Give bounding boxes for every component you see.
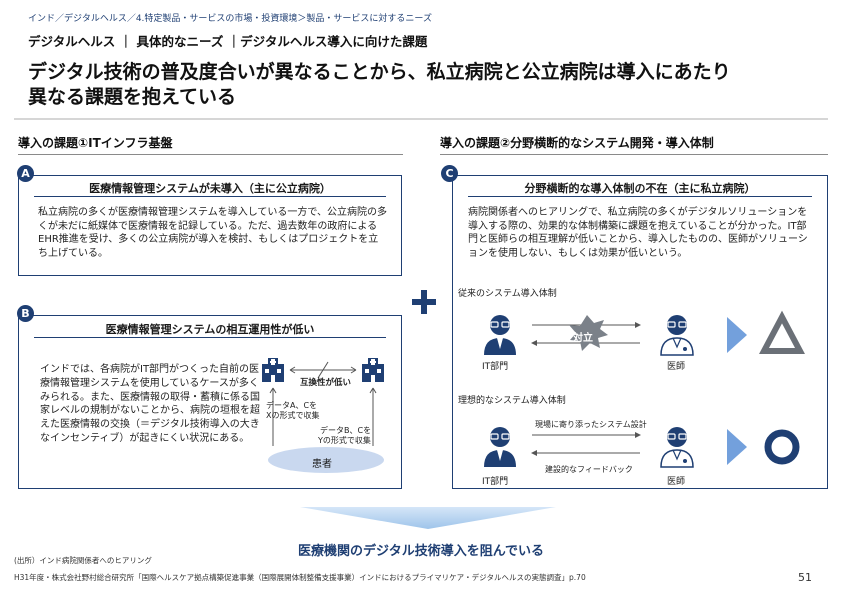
panel-a-title-divider [34,196,386,197]
current-doctor-label: 医師 [667,362,686,372]
panel-a-title: 医療情報管理システムが未導入（主に公立病院） [89,182,331,195]
panel-c-title-divider [468,196,812,197]
left-section-underline [18,154,403,155]
panel-a-text: 私立病院の多くが医療情報管理システムを導入している一方で、公立病院の多くが未だに… [38,207,387,259]
panel-b-badge: B [17,305,34,322]
circle-rating-icon [764,429,800,465]
panel-c-badge: C [441,165,458,182]
ideal-doctor-icon [660,426,694,468]
patient-ellipse [268,447,384,473]
footer-citation: H31年度・株式会社野村総合研究所「国際ヘルスケア拠点構築促進事業（国際展開体制… [14,573,586,582]
page-title: デジタル技術の普及度合いが異なることから、私立病院と公立病院は導入にあたり 異な… [28,60,828,110]
page-number: 51 [798,571,812,584]
patient-label: 患者 [312,459,332,470]
ideal-it-label: IT部門 [482,477,509,487]
page-title-line-2: 異なる課題を抱えている [28,86,237,108]
hospital-right-icon [362,358,384,382]
plus-icon [412,290,436,314]
ideal-bottom-arrow-label: 建設的なフィードバック [545,465,633,474]
ideal-system-label: 理想的なシステム導入体制 [458,396,566,406]
right-section-heading: 導入の課題②分野横断的なシステム開発・導入体制 [440,136,714,150]
triangle-rating-icon [759,310,805,354]
section-subhead: デジタルヘルス ｜ 具体的なニーズ ｜デジタルヘルス導入に向けた課題 [28,34,428,49]
exchange-arrow [289,361,357,379]
right-note-1: データB、Cを [320,426,372,435]
conflict-burst-icon [569,315,608,351]
current-doctor-icon [660,314,694,356]
panel-c-text: 病院関係者へのヒアリングで、私立病院の多くがデジタルソリューションを導入する際の… [468,207,808,259]
ideal-chevron-icon [727,429,747,465]
current-it-person-icon [483,314,517,356]
page-title-line-1: デジタル技術の普及度合いが異なることから、私立病院と公立病院は導入にあたり [28,61,731,83]
left-note-1: データA、Cを [266,401,318,410]
panel-b-text: インドでは、各病院がIT部門がつくった自前の医療情報管理システムを使用しているケ… [40,364,260,444]
panel-b-title-divider [34,337,386,338]
left-note-2: Xの形式で収集 [266,411,320,420]
down-arrow-shape [300,507,556,529]
left-section-heading: 導入の課題①ITインフラ基盤 [18,136,173,150]
conflict-label: 対立 [573,333,593,344]
interoperability-diagram [262,358,384,473]
ideal-top-arrow-label: 現場に寄り添ったシステム設計 [535,420,647,429]
breadcrumb: インド／デジタルヘルス／4.特定製品・サービスの市場・投資環境＞製品・サービスに… [28,14,432,24]
system-structure-diagram [483,310,805,468]
panel-a-badge: A [17,165,34,182]
right-section-underline [440,154,828,155]
current-chevron-icon [727,317,747,353]
current-system-label: 従来のシステム導入体制 [458,289,557,299]
conclusion-text: 医療機関のデジタル技術導入を阻んでいる [297,544,545,559]
ideal-it-person-icon [483,426,517,468]
source-note: (出所）インド病院関係者へのヒアリング [14,556,152,565]
data-collect-arrows [269,387,377,446]
panel-c-title: 分野横断的な導入体制の不在（主に私立病院） [524,182,756,195]
hospital-left-icon [262,358,284,382]
title-divider [14,118,828,120]
panel-a [18,175,402,276]
ideal-doctor-label: 医師 [667,477,686,487]
interop-label: 互換性が低い [300,378,352,388]
current-it-label: IT部門 [482,362,509,372]
panel-b-title: 医療情報管理システムの相互運用性が低い [105,323,315,336]
right-note-2: Yの形式で収集 [318,436,371,445]
